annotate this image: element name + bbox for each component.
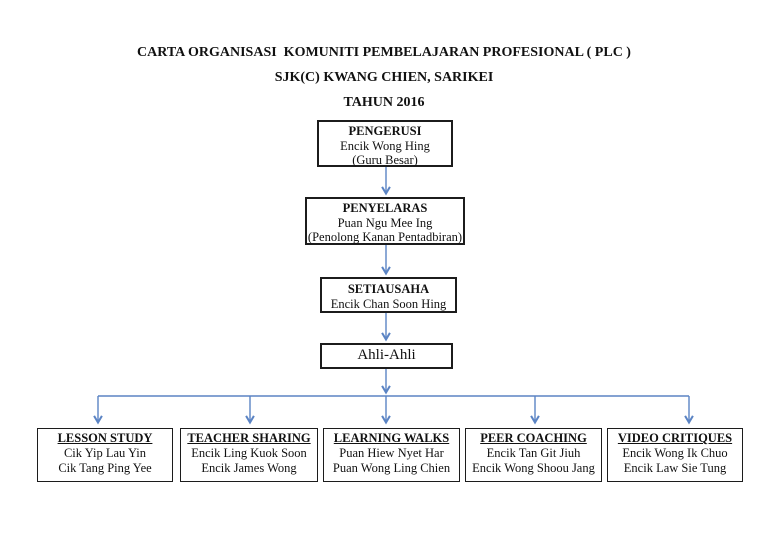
team-member: Encik Law Sie Tung (623, 461, 727, 475)
chart-title-line-2: SJK(C) KWANG CHIEN, SARIKEI (274, 70, 494, 85)
team-title: PEER COACHING (480, 431, 587, 445)
box-title: Ahli-Ahli (357, 347, 416, 363)
chart-title-line-3: TAHUN 2016 (343, 95, 425, 110)
team-box-peer-coaching: PEER COACHING Encik Tan Git Jiuh Encik W… (465, 428, 602, 482)
team-title: LESSON STUDY (57, 431, 153, 445)
team-title: LEARNING WALKS (333, 431, 450, 445)
box-title: PENYELARAS (342, 201, 428, 215)
team-member: Cik Yip Lau Yin (63, 446, 147, 460)
box-member: Encik Chan Soon Hing (330, 296, 447, 311)
box-member: (Guru Besar) (352, 153, 418, 167)
team-member: Encik Tan Git Jiuh (486, 446, 581, 460)
team-member: Encik Wong Ik Chuo (622, 446, 728, 460)
team-member: Cik Tang Ping Yee (58, 461, 152, 475)
box-member: Encik Wong Hing (340, 138, 430, 153)
team-member: Puan Hiew Nyet Har (339, 446, 444, 460)
team-box-lesson-study: LESSON STUDY Cik Yip Lau Yin Cik Tang Pi… (37, 428, 173, 482)
chart-title-line-1: CARTA ORGANISASI KOMUNITI PEMBELAJARAN P… (137, 45, 631, 60)
team-box-video-critiques: VIDEO CRITIQUES Encik Wong Ik Chuo Encik… (607, 428, 743, 482)
chart-title: CARTA ORGANISASI KOMUNITI PEMBELAJARAN P… (0, 40, 768, 115)
org-box-setiausaha: SETIAUSAHA Encik Chan Soon Hing (320, 277, 457, 313)
box-title: PENGERUSI (348, 124, 422, 138)
org-box-penyelaras: PENYELARAS Puan Ngu Mee Ing (Penolong Ka… (305, 197, 465, 245)
team-member: Encik Ling Kuok Soon (191, 446, 307, 460)
box-title: SETIAUSAHA (347, 282, 430, 296)
team-box-teacher-sharing: TEACHER SHARING Encik Ling Kuok Soon Enc… (180, 428, 318, 482)
team-title: VIDEO CRITIQUES (617, 431, 733, 445)
team-title: TEACHER SHARING (187, 431, 311, 445)
team-member: Encik Wong Shoou Jang (472, 461, 595, 475)
box-member: Puan Ngu Mee Ing (337, 215, 433, 230)
team-member: Puan Wong Ling Chien (332, 461, 451, 475)
org-box-ahli-ahli: Ahli-Ahli (320, 343, 453, 369)
org-box-pengerusi: PENGERUSI Encik Wong Hing (Guru Besar) (317, 120, 453, 167)
box-member: (Penolong Kanan Pentadbiran) (307, 230, 463, 244)
team-member: Encik James Wong (201, 461, 297, 475)
team-box-learning-walks: LEARNING WALKS Puan Hiew Nyet Har Puan W… (323, 428, 460, 482)
